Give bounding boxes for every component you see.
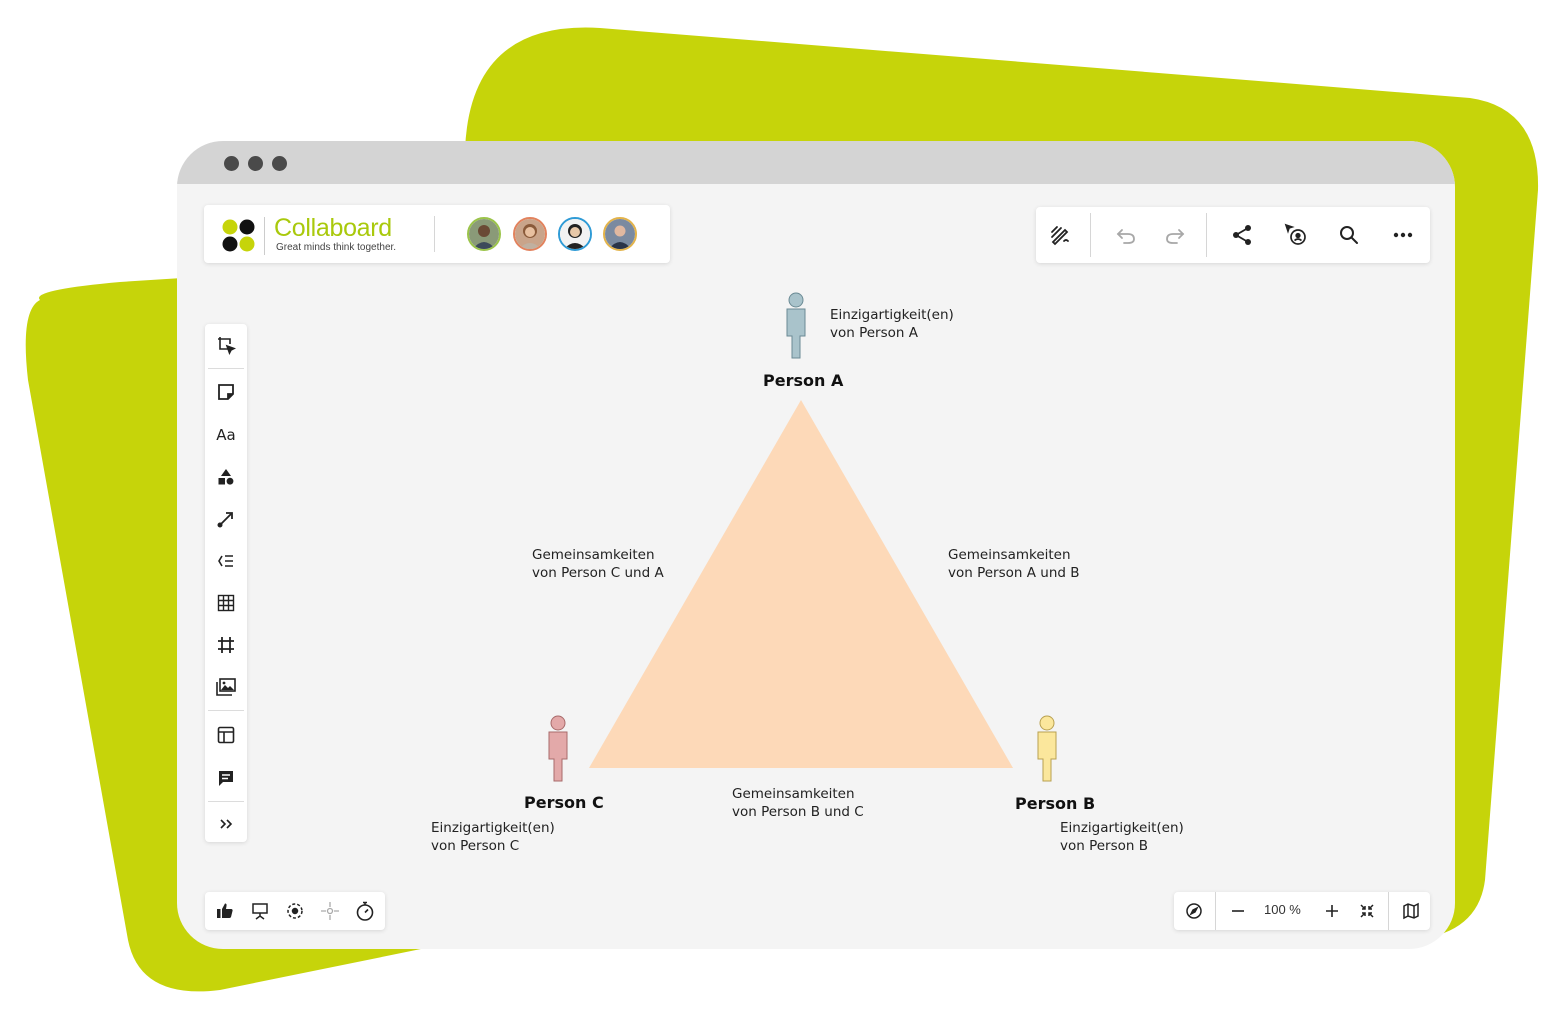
- search-icon[interactable]: [1331, 217, 1367, 253]
- collaboard-logo-icon: [222, 219, 255, 252]
- presentation-icon[interactable]: [242, 893, 278, 929]
- timer-follow-icon[interactable]: [1278, 217, 1314, 253]
- person-a-note-line2: von Person A: [830, 325, 918, 341]
- common-ground-triangle[interactable]: [589, 400, 1013, 768]
- sticky-note-icon[interactable]: [208, 375, 244, 409]
- like-icon[interactable]: [207, 893, 243, 929]
- map-icon[interactable]: [1393, 893, 1429, 929]
- header-logo-bar: Collaboard Great minds think together.: [204, 205, 670, 263]
- more-icon[interactable]: [1385, 217, 1421, 253]
- frame-icon[interactable]: [208, 628, 244, 662]
- person-c-note[interactable]: Einzigartigkeit(en) von Person C: [431, 819, 555, 855]
- zoom-level: 100 %: [1264, 902, 1301, 917]
- app-tagline: Great minds think together.: [276, 242, 397, 253]
- header-divider: [434, 216, 435, 252]
- person-c-note-line1: Einzigartigkeit(en): [431, 820, 555, 836]
- canvas-triangle-layer: [589, 400, 1013, 768]
- logo-divider: [264, 217, 265, 255]
- undo-icon[interactable]: [1108, 217, 1144, 253]
- window-titlebar: [177, 141, 1455, 184]
- toolbar-divider: [1206, 213, 1207, 257]
- common-ca-line2: von Person C und A: [532, 565, 664, 581]
- toolbar-divider: [1090, 213, 1091, 257]
- person-b-note-line2: von Person B: [1060, 838, 1149, 854]
- redo-icon[interactable]: [1157, 217, 1193, 253]
- window-dot-minimize[interactable]: [248, 156, 263, 171]
- connector-icon[interactable]: [208, 502, 244, 536]
- fit-icon[interactable]: [1349, 893, 1385, 929]
- app-window: Collaboard Great minds think together.: [177, 141, 1455, 949]
- common-ab-note[interactable]: Gemeinsamkeiten von Person A und B: [948, 546, 1080, 582]
- avatar-3[interactable]: [558, 217, 592, 251]
- person-c-figure[interactable]: [546, 715, 570, 783]
- left-tool-sidebar: Aa: [205, 324, 247, 842]
- person-a-note[interactable]: Einzigartigkeit(en) von Person A: [830, 306, 954, 342]
- window-dot-close[interactable]: [224, 156, 239, 171]
- pen-settings-icon[interactable]: [1042, 217, 1078, 253]
- select-icon[interactable]: [208, 328, 244, 362]
- zoom-in-icon[interactable]: [1314, 893, 1350, 929]
- shapes-icon[interactable]: [208, 460, 244, 494]
- app-name: Collaboard: [274, 214, 392, 242]
- sidebar-divider: [208, 801, 244, 802]
- avatar-1[interactable]: [467, 217, 501, 251]
- top-toolbar: [1036, 207, 1430, 263]
- move-icon[interactable]: [312, 893, 348, 929]
- map-divider: [1388, 892, 1389, 930]
- avatar-2[interactable]: [513, 217, 547, 251]
- text-icon[interactable]: Aa: [216, 426, 236, 444]
- person-c-label: Person C: [524, 793, 604, 812]
- person-a-label: Person A: [763, 371, 844, 390]
- person-b-note-line1: Einzigartigkeit(en): [1060, 820, 1184, 836]
- zoom-divider: [1215, 892, 1216, 930]
- person-a-note-line1: Einzigartigkeit(en): [830, 307, 954, 323]
- share-icon[interactable]: [1224, 217, 1260, 253]
- bottom-right-toolbar: 100 %: [1174, 892, 1430, 930]
- common-ab-line1: Gemeinsamkeiten: [948, 547, 1071, 563]
- sidebar-divider: [208, 368, 244, 369]
- zoom-out-icon[interactable]: [1220, 893, 1256, 929]
- common-bc-line2: von Person B und C: [732, 804, 864, 820]
- person-b-note[interactable]: Einzigartigkeit(en) von Person B: [1060, 819, 1184, 855]
- person-a-figure[interactable]: [784, 292, 808, 360]
- sidebar-divider: [208, 710, 244, 711]
- stopwatch-icon[interactable]: [347, 893, 383, 929]
- focus-icon[interactable]: [277, 893, 313, 929]
- avatar-4[interactable]: [603, 217, 637, 251]
- media-icon[interactable]: [208, 670, 244, 704]
- list-icon[interactable]: [208, 544, 244, 578]
- person-b-label: Person B: [1015, 794, 1096, 813]
- common-ca-line1: Gemeinsamkeiten: [532, 547, 655, 563]
- window-dot-maximize[interactable]: [272, 156, 287, 171]
- template-icon[interactable]: [208, 718, 244, 752]
- table-icon[interactable]: [208, 586, 244, 620]
- common-bc-note[interactable]: Gemeinsamkeiten von Person B und C: [732, 785, 864, 821]
- expand-icon[interactable]: [208, 807, 244, 841]
- bottom-left-toolbar: [205, 892, 385, 930]
- common-ca-note[interactable]: Gemeinsamkeiten von Person C und A: [532, 546, 664, 582]
- comment-icon[interactable]: [208, 761, 244, 795]
- navigator-icon[interactable]: [1176, 893, 1212, 929]
- common-bc-line1: Gemeinsamkeiten: [732, 786, 855, 802]
- person-c-note-line2: von Person C: [431, 838, 520, 854]
- common-ab-line2: von Person A und B: [948, 565, 1080, 581]
- person-b-figure[interactable]: [1035, 715, 1059, 783]
